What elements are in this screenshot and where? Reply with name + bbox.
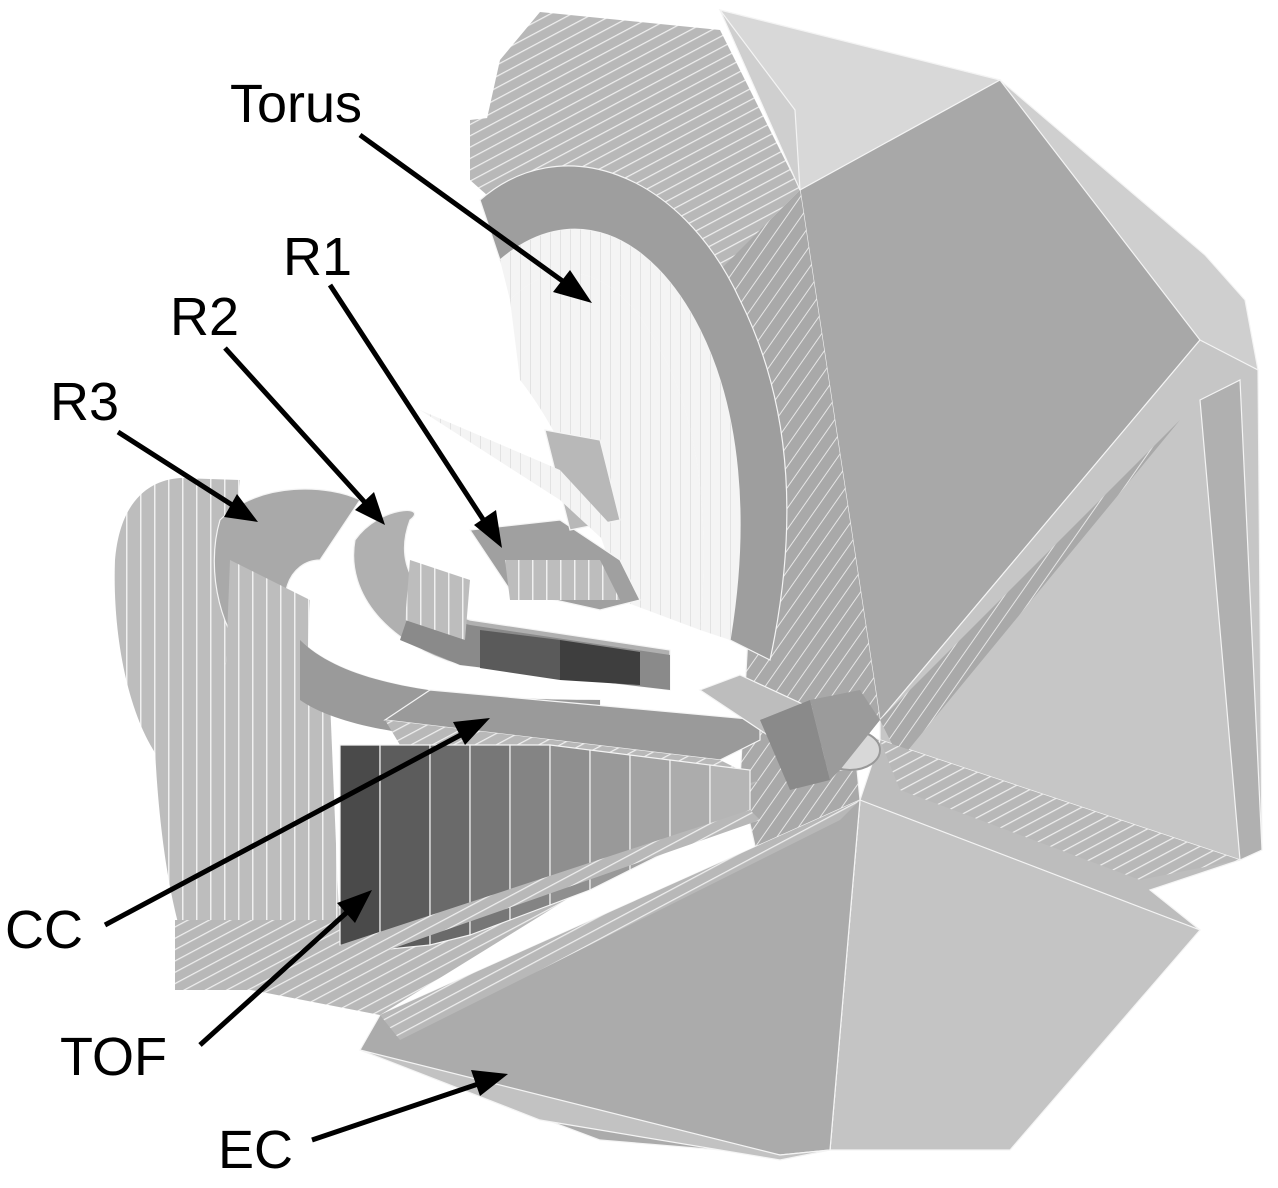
arrow-r1 xyxy=(327,283,493,532)
r1-chamber xyxy=(420,410,690,620)
label-tof-text: TOF xyxy=(60,1027,167,1087)
torus-coil xyxy=(479,165,788,661)
arrowhead-r3 xyxy=(224,494,258,522)
arrow-cc xyxy=(103,727,472,928)
label-torus: Torus xyxy=(230,74,592,303)
arrowhead-ec xyxy=(471,1070,508,1096)
label-ec: EC xyxy=(218,1070,508,1180)
label-tof: TOF xyxy=(60,890,372,1087)
arrow-r3 xyxy=(116,429,242,513)
forward-carriage-panels xyxy=(359,9,1263,1161)
label-r1-text: R1 xyxy=(283,227,352,287)
label-ec-text: EC xyxy=(218,1120,293,1180)
label-torus-text: Torus xyxy=(230,74,362,134)
label-cc-text: CC xyxy=(5,900,83,960)
label-r2: R2 xyxy=(170,287,385,525)
arrow-tof xyxy=(198,903,357,1047)
arrow-ec xyxy=(311,1077,491,1143)
label-r2-text: R2 xyxy=(170,287,239,347)
arrowhead-cc xyxy=(453,718,490,745)
beamline-target xyxy=(698,674,881,790)
r2-chamber xyxy=(353,509,671,691)
arrow-torus xyxy=(358,132,577,293)
label-r1: R1 xyxy=(283,227,502,548)
arrowhead-r1 xyxy=(474,510,502,548)
arrowhead-torus xyxy=(553,270,592,303)
arrowhead-r2 xyxy=(355,492,385,525)
label-r3: R3 xyxy=(50,372,258,522)
label-r3-text: R3 xyxy=(50,372,119,432)
arrowhead-tof xyxy=(337,890,372,923)
label-cc: CC xyxy=(5,718,490,960)
arrow-r2 xyxy=(223,346,372,510)
